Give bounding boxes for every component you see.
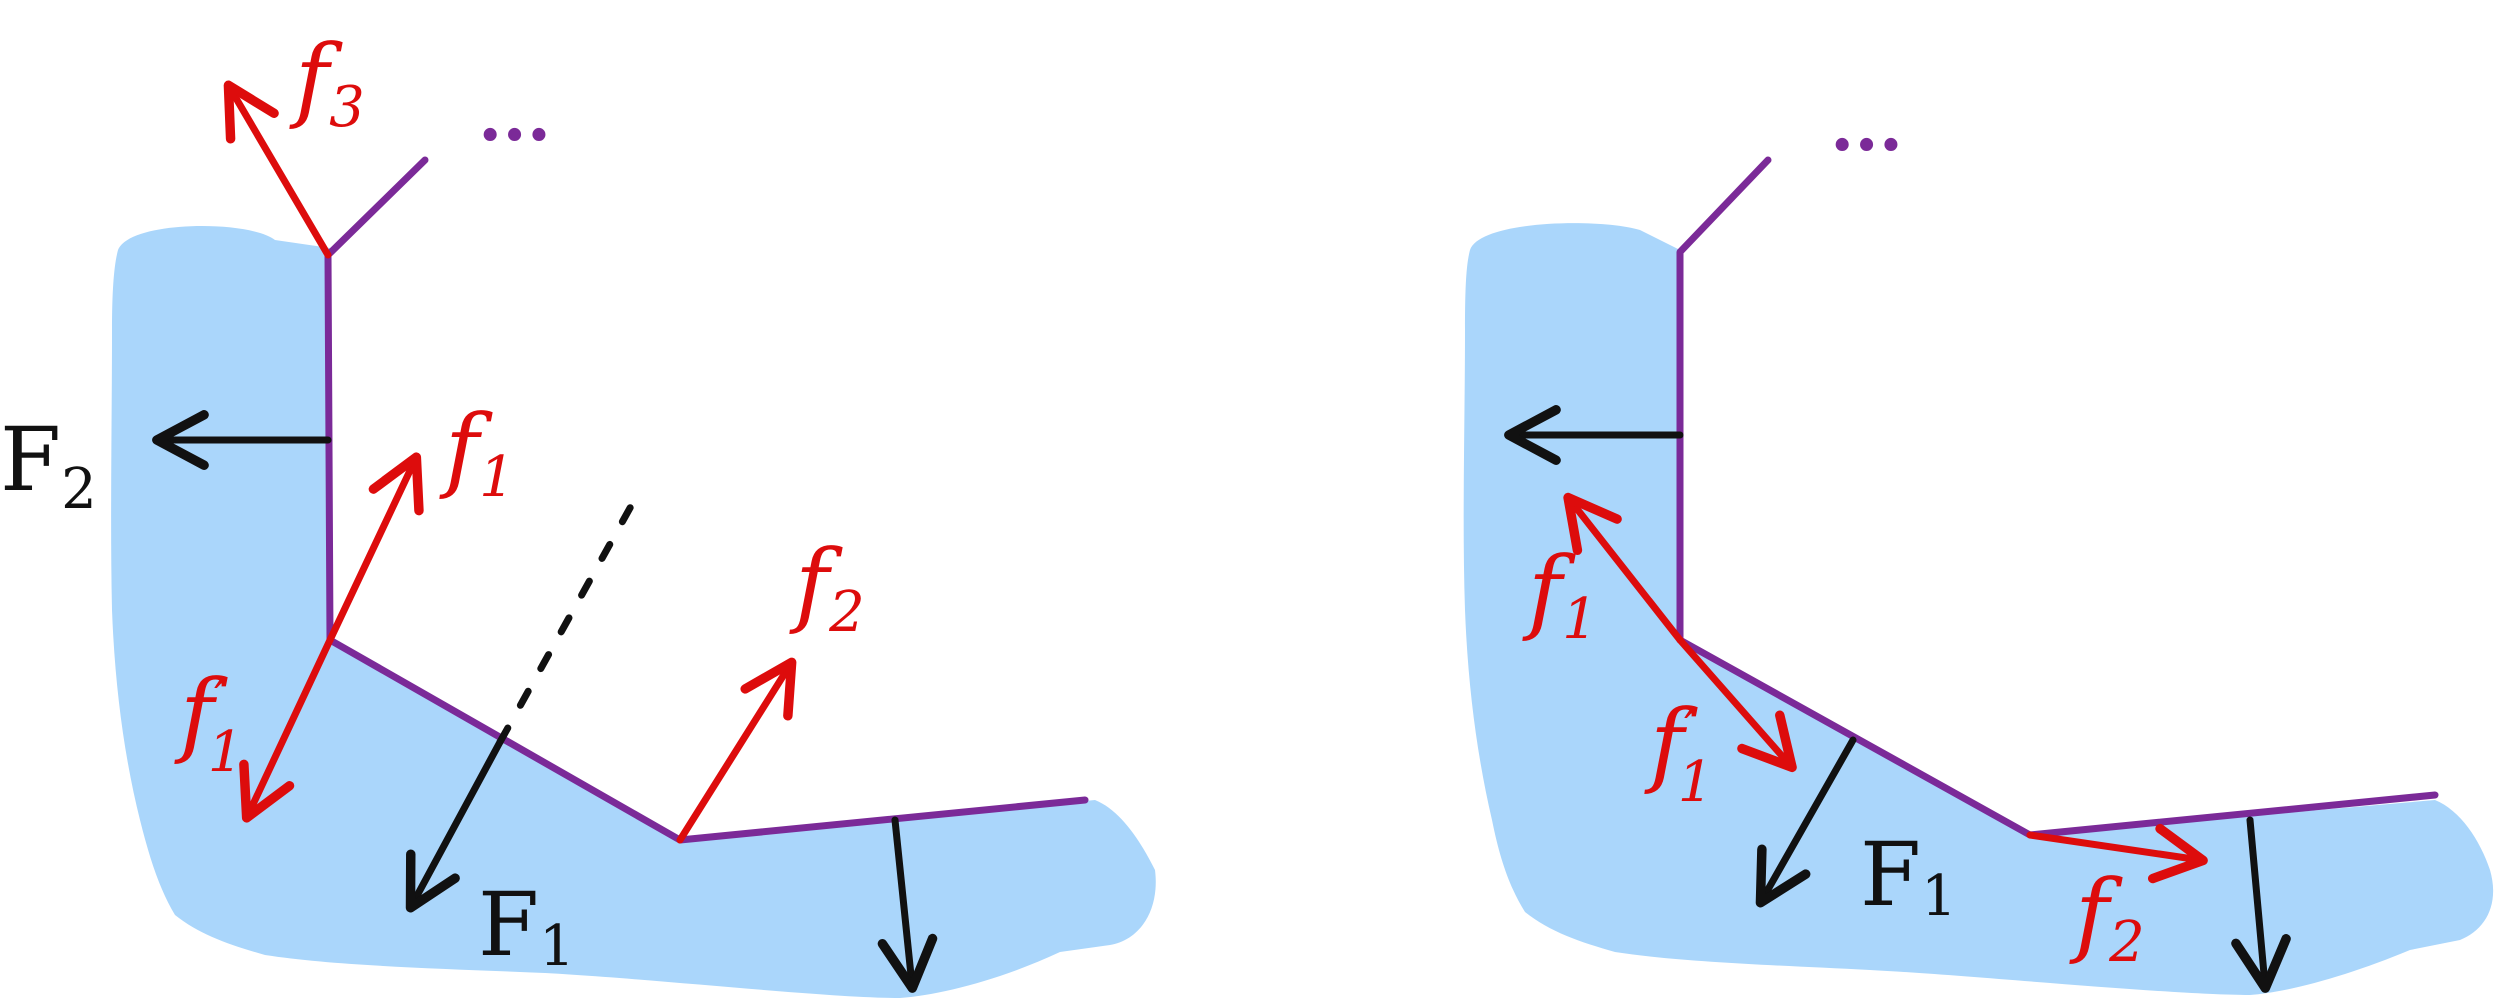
right-f2-arrow <box>2026 823 2208 884</box>
right-f1-arrow <box>1563 492 1684 644</box>
left-panel: f3 ... F2 f1 f′1 f2 F1 <box>0 25 1156 999</box>
left-label-f3: f3 <box>289 25 365 140</box>
right-f1-prime-arrow <box>1676 636 1797 773</box>
right-F1-arrow <box>1755 736 1857 908</box>
left-label-F1: F1 <box>478 873 575 979</box>
left-label-f1: f1 <box>439 395 515 510</box>
left-body-region <box>111 226 1156 999</box>
left-f3-arrow <box>223 80 332 259</box>
left-dashed-normal <box>496 486 644 746</box>
left-f2-arrow <box>676 657 797 844</box>
right-panel: ... f1 f′1 F1 f2 <box>1463 84 2494 996</box>
left-f1-prime-arrow <box>239 636 334 823</box>
right-label-F1: F1 <box>1860 823 1957 929</box>
right-body-region <box>1463 223 2494 996</box>
left-label-ellipsis: ... <box>478 74 551 157</box>
left-bottom-arrow <box>877 816 938 993</box>
left-f1-arrow <box>326 452 424 644</box>
left-F1-arrow <box>405 738 504 913</box>
left-label-f2: f2 <box>789 530 865 645</box>
right-bottom-arrow <box>2231 816 2291 993</box>
right-label-f1-prime: f′1 <box>1644 690 1713 815</box>
left-label-f1-prime: f′1 <box>174 660 243 785</box>
right-label-ellipsis: ... <box>1830 84 1903 167</box>
left-label-F2: F2 <box>0 408 97 522</box>
right-label-f2: f2 <box>2069 860 2145 975</box>
